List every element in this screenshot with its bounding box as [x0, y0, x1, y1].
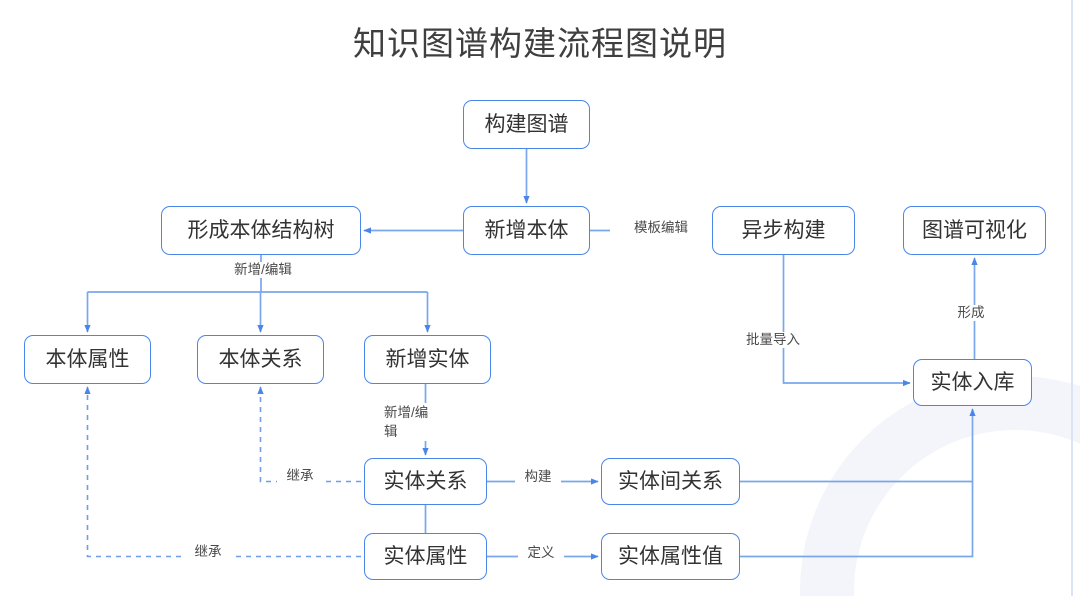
node-entity-storage[interactable]: 实体入库 — [913, 359, 1032, 406]
right-edge-line — [1071, 0, 1073, 596]
node-label: 实体属性值 — [618, 545, 723, 568]
node-add-entity[interactable]: 新增实体 — [364, 335, 491, 384]
edge-label-add-edit-top: 新增/编辑 — [212, 262, 314, 278]
node-label: 新增本体 — [484, 219, 569, 242]
wire-attribute-value-to-storage — [740, 481, 974, 558]
node-ontology-relation[interactable]: 本体关系 — [197, 335, 324, 384]
page-title: 知识图谱构建流程图说明 — [353, 25, 727, 62]
edge-label-form: 形成 — [948, 305, 994, 321]
node-label: 实体关系 — [383, 470, 468, 493]
node-label: 新增实体 — [385, 348, 470, 371]
node-graph-visualization[interactable]: 图谱可视化 — [903, 206, 1046, 255]
node-label: 异步构建 — [741, 219, 826, 242]
node-label: 本体关系 — [218, 348, 303, 371]
edge-label-batch-import: 批量导入 — [743, 332, 819, 348]
node-label: 实体入库 — [930, 371, 1015, 394]
node-entity-attribute-value[interactable]: 实体属性值 — [601, 533, 740, 580]
wire-entity-attribute-inherits-ontology-attribute — [84, 386, 361, 558]
node-label: 构建图谱 — [484, 113, 569, 136]
node-ontology-attribute[interactable]: 本体属性 — [24, 335, 151, 384]
edge-label-inherit-upper: 继承 — [277, 468, 323, 484]
node-label: 本体属性 — [45, 348, 130, 371]
node-form-ontology-tree[interactable]: 形成本体结构树 — [161, 206, 361, 255]
node-label: 图谱可视化 — [922, 219, 1027, 242]
node-entity-relation[interactable]: 实体关系 — [364, 458, 487, 505]
edge-label-define: 定义 — [518, 545, 564, 561]
wire-inter-entity-relation-to-storage — [740, 408, 976, 483]
node-label: 形成本体结构树 — [187, 219, 335, 242]
edge-label-add-edit-mid: 新增/编 辑 — [381, 403, 449, 441]
node-label: 实体属性 — [383, 545, 468, 568]
node-entity-attribute[interactable]: 实体属性 — [364, 533, 487, 580]
edge-label-template-edit: 模板编辑 — [610, 220, 712, 236]
node-build-graph[interactable]: 构建图谱 — [463, 100, 590, 149]
edge-label-inherit-lower: 继承 — [185, 544, 231, 560]
wire-entity-relation-inherits-ontology-relation — [257, 386, 361, 483]
node-async-build[interactable]: 异步构建 — [712, 206, 855, 255]
node-label: 实体间关系 — [618, 470, 723, 493]
node-add-ontology[interactable]: 新增本体 — [463, 206, 590, 255]
edge-label-construct: 构建 — [515, 469, 561, 485]
wire-async-build-to-entity-storage — [782, 255, 911, 387]
node-inter-entity-relation[interactable]: 实体间关系 — [601, 458, 740, 505]
